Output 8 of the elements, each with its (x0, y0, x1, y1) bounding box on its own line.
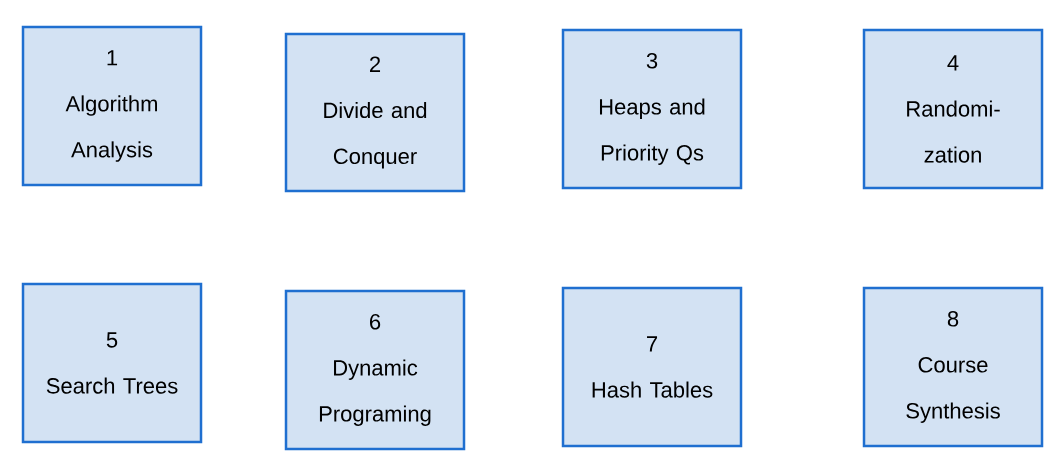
topic-box: 4 Randomi- zation (862, 28, 1044, 190)
topic-box: 2 Divide and Conquer (284, 32, 466, 193)
topic-box: 5 Search Trees (21, 282, 203, 444)
topic-box: 8 Course Synthesis (862, 286, 1044, 448)
topic-box: 1 Algorithm Analysis (21, 25, 203, 187)
topic-box: 3 Heaps and Priority Qs (561, 28, 743, 190)
topic-box: 6 Dynamic Programing (284, 289, 466, 451)
topic-box: 7 Hash Tables (561, 286, 743, 448)
